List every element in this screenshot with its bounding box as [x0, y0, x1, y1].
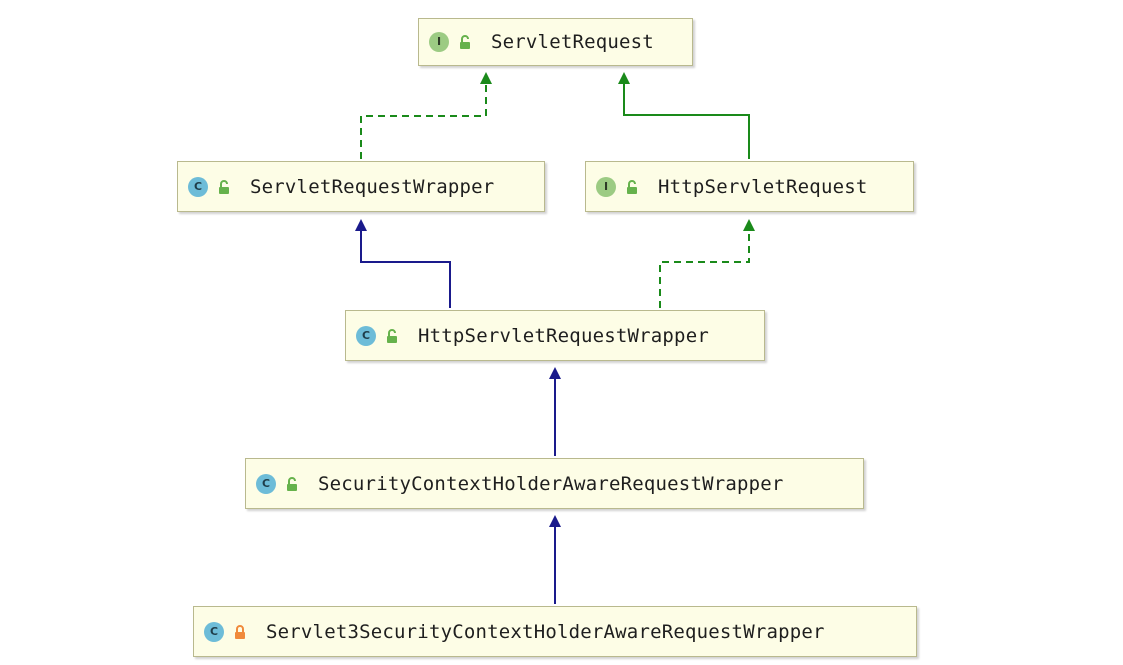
- class-badge-icon: C: [256, 473, 276, 494]
- interface-badge-icon: I: [429, 32, 449, 52]
- class-badge-icon: C: [356, 325, 376, 346]
- node-http-servlet-request[interactable]: I HttpServletRequest: [585, 161, 914, 212]
- edge-servlet-request-wrapper-implements-servlet-request: [360, 72, 492, 159]
- edge-http-servlet-request-wrapper-implements-http-servlet-request: [659, 219, 755, 308]
- node-label: Servlet3SecurityContextHolderAwareReques…: [266, 620, 825, 643]
- node-servlet-request-wrapper[interactable]: C ServletRequestWrapper: [177, 161, 545, 212]
- public-access-icon: [627, 179, 637, 194]
- public-access-icon: [219, 179, 229, 194]
- class-badge-icon: C: [188, 176, 208, 197]
- public-access-icon: [460, 35, 470, 49]
- node-label: SecurityContextHolderAwareRequestWrapper: [318, 472, 784, 495]
- node-security-context-holder-aware-request-wrapper[interactable]: C SecurityContextHolderAwareRequestWrapp…: [245, 458, 864, 509]
- public-access-icon: [287, 476, 297, 491]
- edge-http-servlet-request-extends-servlet-request: [618, 72, 750, 159]
- node-servlet-request[interactable]: I ServletRequest: [418, 18, 693, 66]
- private-access-lock-icon: [235, 624, 245, 639]
- interface-badge-icon: I: [596, 176, 616, 197]
- node-servlet3-security-context-holder-aware-request-wrapper[interactable]: C Servlet3SecurityContextHolderAwareRequ…: [193, 606, 917, 657]
- node-label: HttpServletRequest: [658, 175, 868, 198]
- public-access-icon: [387, 328, 397, 343]
- edge-http-servlet-request-wrapper-extends-servlet-request-wrapper: [355, 219, 451, 308]
- node-label: HttpServletRequestWrapper: [418, 324, 709, 347]
- node-label: ServletRequest: [491, 31, 654, 53]
- node-label: ServletRequestWrapper: [250, 175, 495, 198]
- class-badge-icon: C: [204, 621, 224, 642]
- node-http-servlet-request-wrapper[interactable]: C HttpServletRequestWrapper: [345, 310, 765, 361]
